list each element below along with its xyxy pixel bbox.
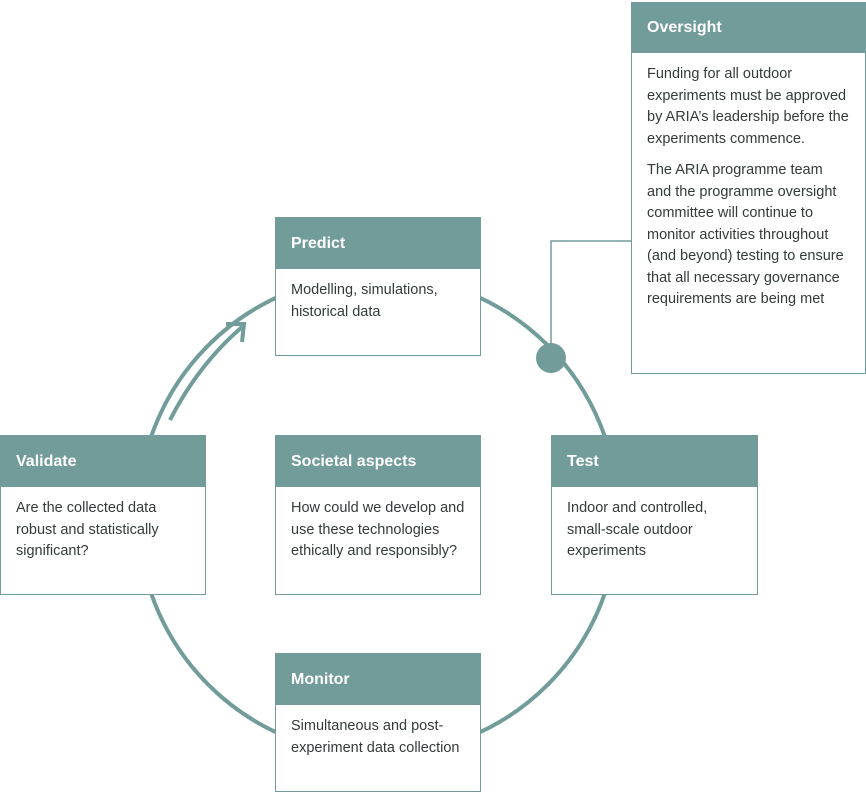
oversight-paragraph-2: The ARIA programme team and the programm… <box>647 162 844 307</box>
predict-description: Modelling, simulations, historical data <box>291 282 438 320</box>
test-card: Test Indoor and controlled, small-scale … <box>551 435 758 595</box>
societal-aspects-header: Societal aspects <box>276 436 480 487</box>
cycle-arrow-icon <box>168 325 244 421</box>
oversight-connector <box>550 240 631 345</box>
monitor-header: Monitor <box>276 654 480 705</box>
test-title: Test <box>567 452 599 470</box>
oversight-card: Oversight Funding for all outdoor experi… <box>631 2 866 374</box>
monitor-title: Monitor <box>291 670 350 688</box>
validate-card: Validate Are the collected data robust a… <box>0 435 206 595</box>
validate-title: Validate <box>16 452 77 470</box>
monitor-card: Monitor Simultaneous and post-experiment… <box>275 653 481 792</box>
oversight-header: Oversight <box>632 3 865 53</box>
validate-description: Are the collected data robust and statis… <box>16 500 159 559</box>
test-description: Indoor and controlled, small-scale outdo… <box>567 500 708 559</box>
predict-card: Predict Modelling, simulations, historic… <box>275 217 481 356</box>
predict-title: Predict <box>291 234 346 252</box>
oversight-description: Funding for all outdoor experiments must… <box>632 53 865 321</box>
validate-header: Validate <box>1 436 205 487</box>
test-header: Test <box>552 436 757 487</box>
oversight-paragraph-1: Funding for all outdoor experiments must… <box>647 66 849 147</box>
arrowhead-icon <box>226 322 247 343</box>
monitor-description: Simultaneous and post-experiment data co… <box>291 718 460 756</box>
societal-aspects-title: Societal aspects <box>291 452 417 470</box>
oversight-title: Oversight <box>647 19 722 36</box>
oversight-node <box>536 343 566 373</box>
predict-header: Predict <box>276 218 480 269</box>
societal-aspects-card: Societal aspects How could we develop an… <box>275 435 481 595</box>
societal-aspects-description: How could we develop and use these techn… <box>291 500 465 559</box>
